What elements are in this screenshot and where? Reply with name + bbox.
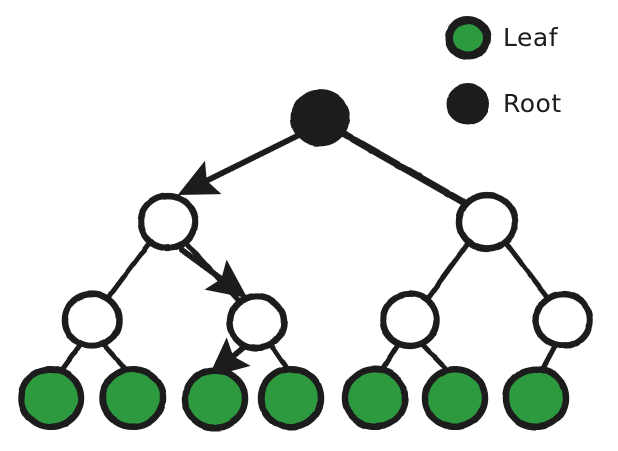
tree-node-internal-4[interactable] xyxy=(226,292,288,352)
leaf-7-circle xyxy=(502,365,570,431)
tree-node-internal-6[interactable] xyxy=(532,290,594,350)
tree-node-root[interactable] xyxy=(290,89,350,147)
edges-layer xyxy=(59,130,558,373)
internal-2-circle xyxy=(455,191,519,253)
tree-node-internal-1[interactable] xyxy=(137,192,199,252)
internal-4-circle xyxy=(226,292,288,352)
tree-node-leaf-2[interactable] xyxy=(99,365,167,431)
edge-n5-l5 xyxy=(379,342,401,373)
edge-n5-l6 xyxy=(420,342,450,373)
traversal-arrow-3 xyxy=(208,337,251,378)
edge-n4-l4 xyxy=(268,342,291,373)
legend-swatch-leaf-icon xyxy=(445,15,491,61)
traversal-arrow-1 xyxy=(177,133,300,196)
leaf-1-circle xyxy=(17,365,85,431)
tree-node-leaf-1[interactable] xyxy=(17,365,85,431)
traversal-arrows-layer xyxy=(177,133,300,378)
internal-5-circle xyxy=(379,290,441,350)
legend-label-leaf: Leaf xyxy=(503,23,559,52)
tree-node-internal-5[interactable] xyxy=(379,290,441,350)
tree-node-leaf-5[interactable] xyxy=(341,365,409,431)
tree-node-leaf-3[interactable] xyxy=(181,366,249,432)
internal-1-circle xyxy=(137,192,199,252)
leaf-4-circle xyxy=(257,365,325,431)
nodes-layer xyxy=(17,89,594,432)
tree-node-leaf-4[interactable] xyxy=(257,365,325,431)
tree-node-internal-2[interactable] xyxy=(455,191,519,253)
edge-root-right xyxy=(340,130,474,210)
traversal-arrow-2 xyxy=(179,247,248,299)
tree-node-leaf-7[interactable] xyxy=(502,365,570,431)
leaf-5-circle xyxy=(341,365,409,431)
root-circle xyxy=(290,89,350,147)
edge-n3-l1 xyxy=(59,342,83,373)
edge-n1-n3 xyxy=(105,239,153,301)
legend-swatch-root-icon xyxy=(446,83,490,125)
edge-n2-n6 xyxy=(503,240,551,301)
leaf-3-circle xyxy=(181,366,249,432)
legend-item-root[interactable]: Root xyxy=(446,83,562,125)
internal-6-circle xyxy=(532,290,594,350)
leaf-2-circle xyxy=(99,365,167,431)
legend-item-leaf[interactable]: Leaf xyxy=(445,15,559,61)
edge-n3-l2 xyxy=(101,342,129,373)
edge-n6-l7 xyxy=(539,343,558,373)
legend-label-root: Root xyxy=(503,89,562,118)
tree-node-internal-3[interactable] xyxy=(61,290,123,350)
edge-n2-n5 xyxy=(425,240,471,301)
leaf-6-circle xyxy=(421,365,489,431)
internal-3-circle xyxy=(61,290,123,350)
tree-node-leaf-6[interactable] xyxy=(421,365,489,431)
